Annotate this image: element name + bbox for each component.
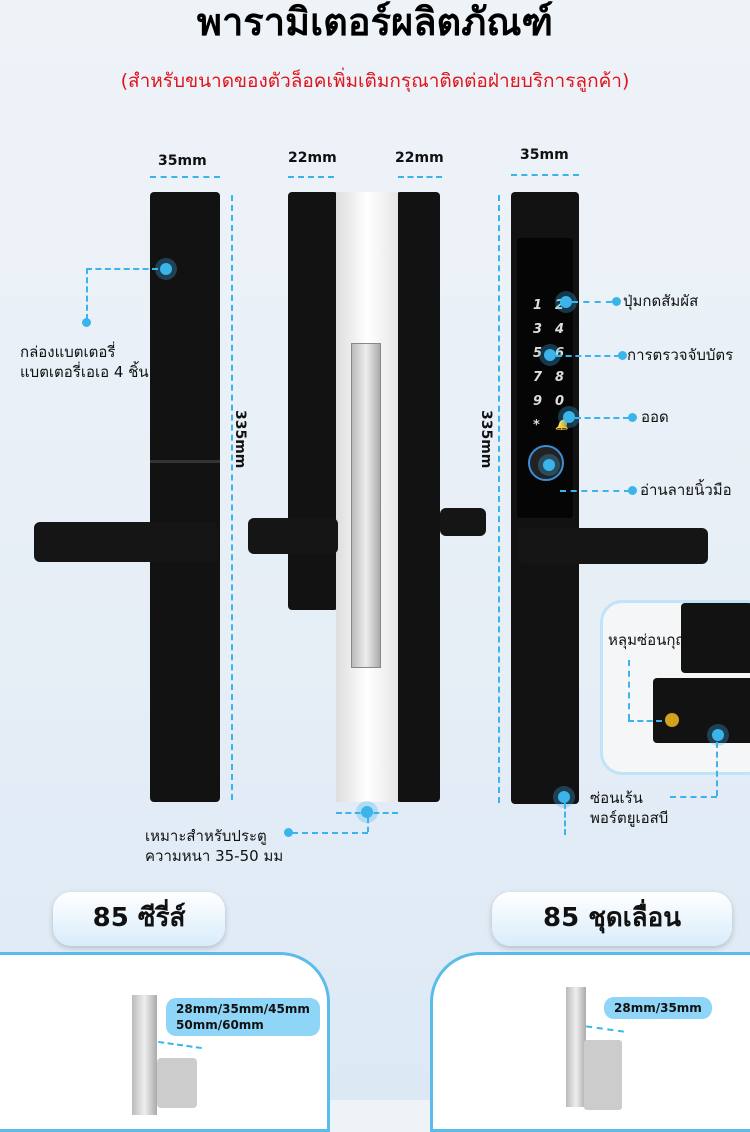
callout-line	[86, 268, 158, 270]
battery-label-line1: กล่องแบตเตอรี่	[20, 343, 116, 361]
door-thickness-label: เหมาะสำหรับประตูความหนา 35-50 มม	[145, 826, 283, 866]
key-star[interactable]: *	[533, 418, 540, 433]
key-0[interactable]: 0	[555, 394, 565, 409]
series-85-sizes: 28mm/35mm/45mm 50mm/60mm	[166, 998, 320, 1036]
key-7[interactable]: 7	[533, 370, 543, 385]
front-lock-left	[150, 192, 220, 802]
battery-marker	[160, 263, 172, 275]
key-5[interactable]: 5	[533, 346, 543, 361]
dim-line	[288, 176, 334, 178]
callout-line	[86, 268, 88, 320]
key-1[interactable]: 1	[533, 298, 543, 313]
callout-line	[628, 720, 662, 722]
keyhole-label: หลุมซ่อนกุญแจ	[608, 631, 707, 649]
callout-line	[628, 660, 630, 720]
callout-line	[292, 832, 368, 834]
battery-label: กล่องแบตเตอรี่แบตเตอรี่เอเอ 4 ชิ้น	[20, 342, 149, 382]
inset-lock-top	[681, 603, 750, 673]
bell-marker	[563, 411, 575, 423]
dim-left-width: 35mm	[158, 153, 207, 169]
finger-label: อ่านลายนิ้วมือ	[640, 481, 732, 499]
callout-line	[556, 355, 620, 357]
usb-label: ซ่อนเร้นพอร์ตยูเอสบี	[590, 788, 668, 828]
seam	[150, 460, 220, 463]
callout-line	[572, 301, 612, 303]
sizes-line1: 28mm/35mm/45mm	[176, 1002, 310, 1016]
series-85-title: 85 ซีรี่ส์	[53, 892, 225, 946]
usb-label-line1: ซ่อนเร้น	[590, 789, 643, 807]
card-label: การตรวจจับบัตร	[627, 346, 734, 364]
callout-dot	[284, 828, 293, 837]
dim-line	[150, 176, 220, 178]
callout-dot	[82, 318, 91, 327]
inset-keyhole	[600, 600, 750, 775]
door-label-line2: ความหนา 35-50 มม	[145, 847, 284, 865]
lever-handle	[518, 528, 708, 564]
key-9[interactable]: 9	[533, 394, 543, 409]
dim-left-height: 335mm	[232, 410, 248, 469]
fingerprint-sensor[interactable]	[528, 445, 564, 481]
page-title: พารามิเตอร์ผลิตภัณฑ์	[196, 0, 554, 44]
callout-dot	[628, 413, 637, 422]
callout-dot	[612, 297, 621, 306]
callout-line	[670, 796, 717, 798]
side-handle	[248, 518, 338, 554]
bell-label: ออด	[641, 408, 669, 426]
callout-dot	[628, 486, 637, 495]
side-handle	[440, 508, 486, 536]
key-icon	[665, 713, 679, 727]
dim-line	[398, 176, 442, 178]
callout-dot	[618, 351, 627, 360]
key-8[interactable]: 8	[555, 370, 565, 385]
lever-handle	[34, 522, 218, 562]
series-85-slide-title: 85 ชุดเลื่อน	[492, 892, 732, 946]
callout-line	[560, 490, 630, 492]
key-3[interactable]: 3	[533, 322, 543, 337]
dim-middle-right: 22mm	[395, 150, 444, 166]
key-6[interactable]: 6	[555, 346, 565, 361]
dim-line	[511, 174, 579, 176]
mortise-plate	[351, 343, 381, 668]
callout-line	[367, 818, 369, 832]
series-85-slide-sizes: 28mm/35mm	[604, 997, 712, 1019]
card-marker	[544, 349, 556, 361]
dim-right-width: 35mm	[520, 147, 569, 163]
door-label-line1: เหมาะสำหรับประตู	[145, 827, 267, 845]
key-4[interactable]: 4	[555, 322, 565, 337]
dim-line	[231, 195, 233, 800]
callout-line	[575, 417, 629, 419]
sizes-line2: 50mm/60mm	[176, 1018, 264, 1032]
dim-middle-left: 22mm	[288, 150, 337, 166]
usb-bottom-marker	[558, 791, 570, 803]
page-subtitle: (สำหรับขนาดของตัวล็อคเพิ่มเติมกรุณาติดต่…	[120, 70, 630, 92]
mortise-85-body	[157, 1058, 197, 1108]
key-2[interactable]: 2	[555, 298, 565, 313]
dim-right-height: 335mm	[478, 410, 494, 469]
usb-label-line2: พอร์ตยูเอสบี	[590, 809, 669, 827]
mortise-85	[132, 995, 157, 1115]
callout-line	[716, 742, 718, 796]
door-marker	[361, 806, 373, 818]
usb-marker	[712, 729, 724, 741]
mortise-slide-body	[584, 1040, 622, 1110]
side-lock-back	[396, 192, 440, 802]
inset-lock-bottom	[653, 678, 750, 743]
touch-marker	[560, 296, 572, 308]
dim-line	[498, 195, 500, 803]
battery-label-line2: แบตเตอรี่เอเอ 4 ชิ้น	[20, 363, 149, 381]
callout-line	[564, 803, 566, 835]
touch-label: ปุ่มกดสัมผัส	[623, 292, 699, 310]
mortise-slide	[566, 987, 586, 1107]
finger-marker	[543, 459, 555, 471]
